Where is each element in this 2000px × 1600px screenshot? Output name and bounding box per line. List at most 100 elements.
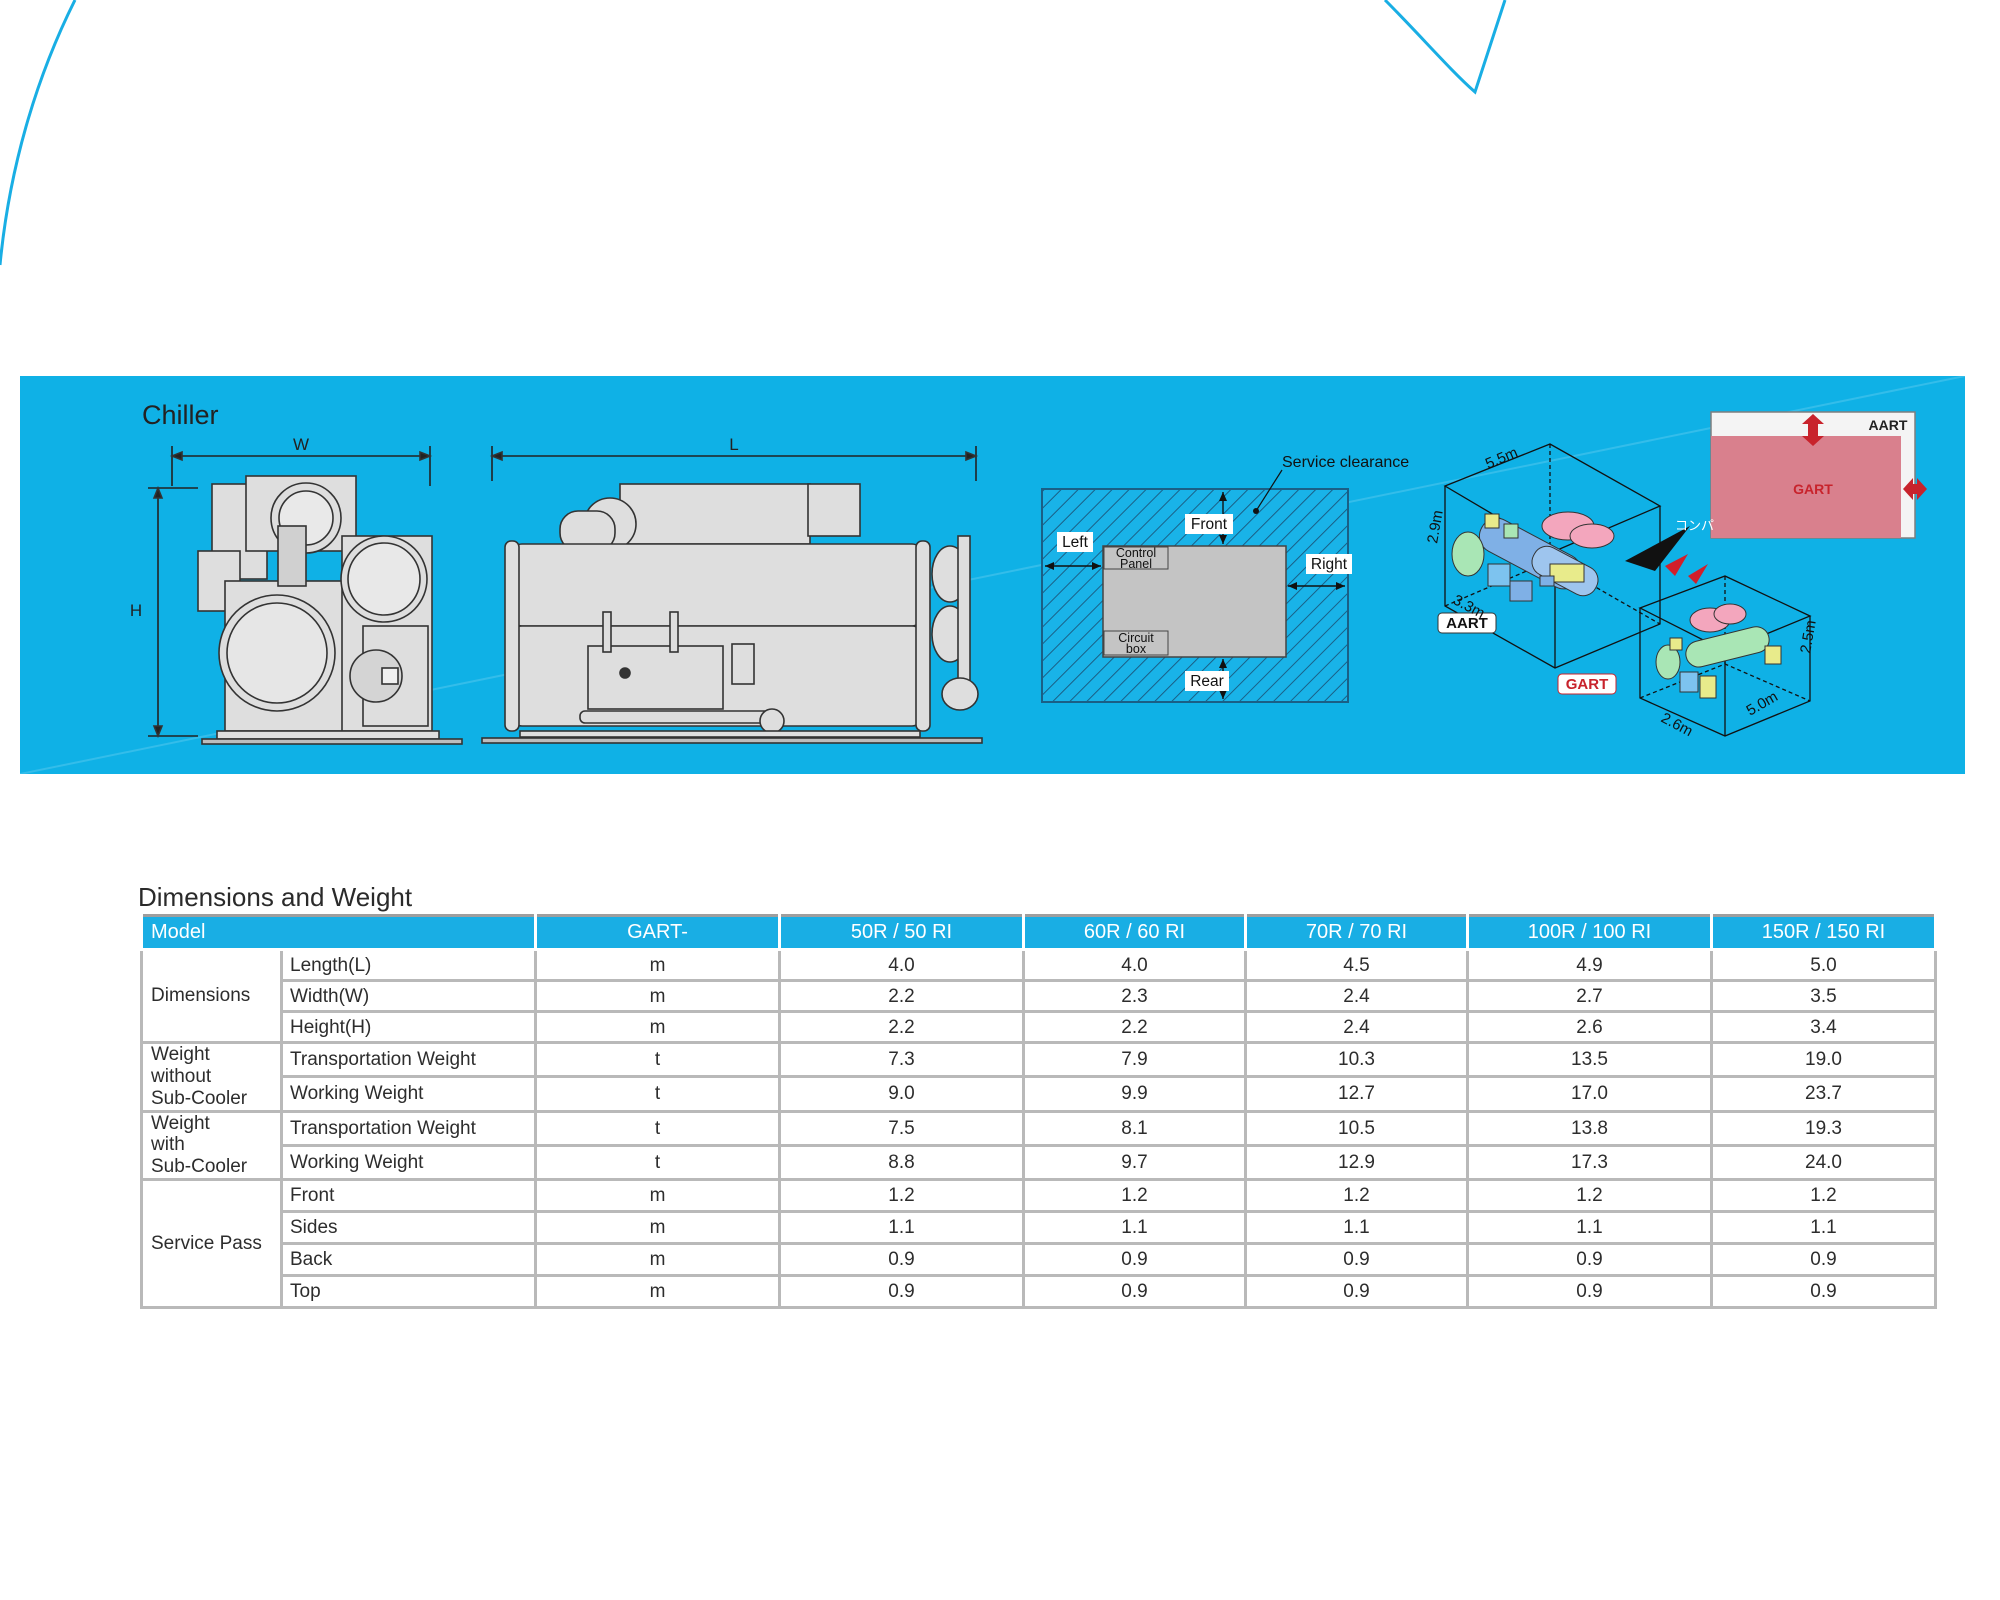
group-dimensions: Dimensions <box>140 948 283 1044</box>
table-row: Height(H) m 2.2 2.2 2.4 2.6 3.4 <box>142 1010 1938 1044</box>
row-item: Transportation Weight <box>279 1040 538 1079</box>
chiller-front-view <box>148 446 463 745</box>
table-row: Dimensions Length(L) m 4.0 4.0 4.5 4.9 5… <box>140 948 1938 1044</box>
row-unit: m <box>534 1274 782 1310</box>
table-row: Working Weight t 8.8 9.7 12.9 17.3 24.0 <box>142 1143 1938 1182</box>
footprint-gart-label: GART <box>1793 481 1833 497</box>
row-unit: m <box>534 948 782 982</box>
cell-value: 1.1 <box>1710 1210 1938 1246</box>
cell-value: 0.9 <box>1244 1274 1470 1310</box>
table-row: Width(W) m 2.2 2.3 2.4 2.7 3.5 <box>142 979 1938 1013</box>
cell-value: 10.3 <box>1244 1040 1470 1079</box>
row-item: Front <box>279 1178 538 1214</box>
row-unit: m <box>534 1010 782 1044</box>
cell-value: 0.9 <box>1022 1242 1248 1278</box>
footprint-aart-label: AART <box>1869 417 1908 433</box>
chiller-banner: Chiller <box>20 376 1965 774</box>
cell-value: 0.9 <box>1710 1274 1938 1310</box>
cell-value: 2.7 <box>1466 979 1714 1013</box>
cell-value: 2.6 <box>1466 1010 1714 1044</box>
group-name-line: with <box>151 1134 185 1156</box>
cell-value: 1.2 <box>1466 1178 1714 1214</box>
cell-value: 1.1 <box>1022 1210 1248 1246</box>
cell-value: 1.2 <box>1710 1178 1938 1214</box>
cell-value: 2.4 <box>1244 979 1470 1013</box>
cell-value: 19.3 <box>1710 1109 1938 1147</box>
cell-value: 0.9 <box>1466 1242 1714 1278</box>
cell-value: 0.9 <box>778 1274 1026 1310</box>
table-header-row: Model GART- 50R / 50 RI 60R / 60 RI 70R … <box>139 915 1938 951</box>
row-item: Back <box>279 1242 538 1278</box>
cell-value: 13.8 <box>1466 1109 1714 1147</box>
cell-value: 4.9 <box>1466 948 1714 982</box>
cell-value: 0.9 <box>1466 1274 1714 1310</box>
cell-value: 10.5 <box>1244 1109 1470 1147</box>
cell-value: 17.3 <box>1466 1143 1714 1182</box>
cell-value: 4.0 <box>1022 948 1248 982</box>
cell-value: 1.2 <box>1244 1178 1470 1214</box>
group-name-line: Sub-Cooler <box>151 1156 248 1178</box>
header-model: Model <box>139 915 538 951</box>
control-panel-label-line1: Control <box>1116 546 1156 560</box>
row-unit: m <box>534 979 782 1013</box>
cell-value: 9.9 <box>1022 1075 1248 1113</box>
service-clearance-label: Service clearance <box>1282 454 1409 471</box>
row-item: Transportation Weight <box>279 1109 538 1147</box>
row-item: Width(W) <box>279 979 538 1013</box>
row-item: Working Weight <box>279 1075 538 1113</box>
clearance-rear-label: Rear <box>1190 673 1224 690</box>
cell-value: 2.2 <box>778 979 1026 1013</box>
row-unit: t <box>534 1143 782 1182</box>
cell-value: 2.4 <box>1244 1010 1470 1044</box>
table-row: Working Weight t 9.0 9.9 12.7 17.0 23.7 <box>142 1075 1938 1113</box>
dimension-label-h: H <box>130 601 142 620</box>
cell-value: 3.4 <box>1710 1010 1938 1044</box>
cell-value: 7.5 <box>778 1109 1026 1147</box>
row-unit: m <box>534 1178 782 1214</box>
row-item: Working Weight <box>279 1143 538 1182</box>
cell-value: 13.5 <box>1466 1040 1714 1079</box>
row-unit: t <box>534 1109 782 1147</box>
row-item: Sides <box>279 1210 538 1246</box>
cell-value: 1.1 <box>1466 1210 1714 1246</box>
gart-dim-height: 2.5m <box>1797 619 1820 655</box>
chiller-side-view <box>481 446 983 744</box>
chiller-title: Chiller <box>142 400 219 430</box>
dimensions-weight-table: Model GART- 50R / 50 RI 60R / 60 RI 70R … <box>139 914 1938 1310</box>
cell-value: 9.0 <box>778 1075 1026 1113</box>
header-series: GART- <box>534 915 782 951</box>
header-model-100: 100R / 100 RI <box>1466 915 1714 951</box>
header-model-150: 150R / 150 RI <box>1710 915 1938 951</box>
group-name-line: without <box>151 1065 212 1087</box>
dimension-label-w: W <box>293 435 309 454</box>
circuit-box-label-line1: Circuit <box>1118 631 1154 645</box>
cell-value: 2.3 <box>1022 979 1248 1013</box>
table-row: Back m 0.9 0.9 0.9 0.9 0.9 <box>142 1242 1938 1278</box>
row-item: Top <box>279 1274 538 1310</box>
cell-value: 1.1 <box>1244 1210 1470 1246</box>
table-row: Weight with Sub-Cooler Transportation We… <box>140 1109 1938 1182</box>
cell-value: 12.9 <box>1244 1143 1470 1182</box>
header-model-70: 70R / 70 RI <box>1244 915 1470 951</box>
cell-value: 8.1 <box>1022 1109 1248 1147</box>
group-name-line: Weight <box>151 1044 210 1065</box>
service-clearance-diagram <box>1041 469 1352 703</box>
cell-value: 2.2 <box>778 1010 1026 1044</box>
cell-value: 1.1 <box>778 1210 1026 1246</box>
cell-value: 0.9 <box>1244 1242 1470 1278</box>
cell-value: 0.9 <box>1022 1274 1248 1310</box>
cell-value: 9.7 <box>1022 1143 1248 1182</box>
cell-value: 4.0 <box>778 948 1026 982</box>
table-row: Sides m 1.1 1.1 1.1 1.1 1.1 <box>142 1210 1938 1246</box>
table-row: Weight without Sub-Cooler Transportation… <box>140 1040 1938 1113</box>
group-service-pass: Service Pass <box>140 1178 283 1310</box>
clearance-left-label: Left <box>1062 534 1089 551</box>
row-unit: m <box>534 1242 782 1278</box>
aart-dim-height: 2.9m <box>1424 509 1447 545</box>
circuit-box-label-line2: box <box>1126 642 1147 656</box>
group-name-line: Sub-Cooler <box>151 1087 248 1109</box>
japanese-text-fragment: コンパ <box>1675 519 1714 534</box>
header-model-50: 50R / 50 RI <box>778 915 1026 951</box>
dimension-label-l: L <box>729 435 738 454</box>
row-unit: t <box>534 1075 782 1113</box>
